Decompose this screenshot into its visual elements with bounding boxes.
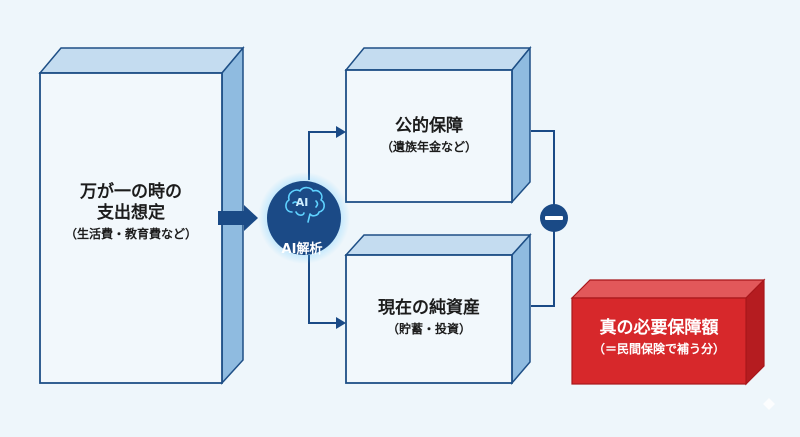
required-coverage-box-face bbox=[571, 297, 747, 385]
connector-ai-to-assets bbox=[308, 255, 340, 324]
public-security-title: 公的保障 bbox=[395, 116, 463, 136]
required-coverage-subtitle: （＝民間保険で補う分） bbox=[592, 342, 725, 357]
net-assets-title: 現在の純資産 bbox=[378, 298, 480, 318]
ai-node-label: AI解析 bbox=[281, 242, 323, 257]
ai-icon-text: AI bbox=[295, 196, 309, 209]
arrow-to-ai bbox=[218, 205, 258, 231]
sparkle-icon bbox=[763, 398, 775, 410]
expenses-label: 万が一の時の 支出想定 （生活費・教育費など） bbox=[40, 182, 222, 242]
minus-icon bbox=[540, 204, 568, 232]
ai-connectors bbox=[308, 131, 340, 324]
expenses-title-line1: 万が一の時の bbox=[80, 182, 182, 202]
arrowhead-assets bbox=[336, 317, 346, 329]
expenses-subtitle: （生活費・教育費など） bbox=[64, 226, 197, 241]
net-assets-subtitle: （貯蓄・投資） bbox=[386, 322, 471, 337]
ai-node bbox=[258, 172, 350, 264]
expenses-box-face bbox=[39, 72, 223, 384]
public-security-subtitle: （遺族年金など） bbox=[380, 140, 477, 155]
brain-icon bbox=[285, 186, 325, 223]
arrowhead-public bbox=[336, 126, 346, 138]
public-security-label: 公的保障 （遺族年金など） bbox=[346, 116, 512, 155]
required-coverage-box-top bbox=[570, 279, 766, 299]
net-assets-label: 現在の純資産 （貯蓄・投資） bbox=[346, 298, 512, 337]
net-assets-box bbox=[344, 233, 532, 386]
connector-ai-to-public bbox=[308, 131, 340, 180]
required-coverage-box bbox=[570, 278, 766, 386]
required-coverage-title: 真の必要保障額 bbox=[599, 318, 719, 338]
expenses-box bbox=[38, 45, 245, 385]
public-security-box-face bbox=[345, 69, 513, 203]
public-security-box bbox=[344, 45, 532, 204]
public-security-box-top bbox=[344, 47, 532, 71]
expenses-box-top bbox=[38, 47, 245, 74]
required-coverage-label: 真の必要保障額 （＝民間保険で補う分） bbox=[572, 318, 746, 357]
net-assets-box-top bbox=[344, 234, 532, 256]
required-coverage-box-side bbox=[745, 278, 765, 386]
net-assets-box-face bbox=[345, 254, 513, 384]
expenses-title-line2: 支出想定 bbox=[97, 203, 165, 224]
net-assets-box-side bbox=[511, 233, 531, 386]
public-security-box-side bbox=[511, 45, 531, 204]
